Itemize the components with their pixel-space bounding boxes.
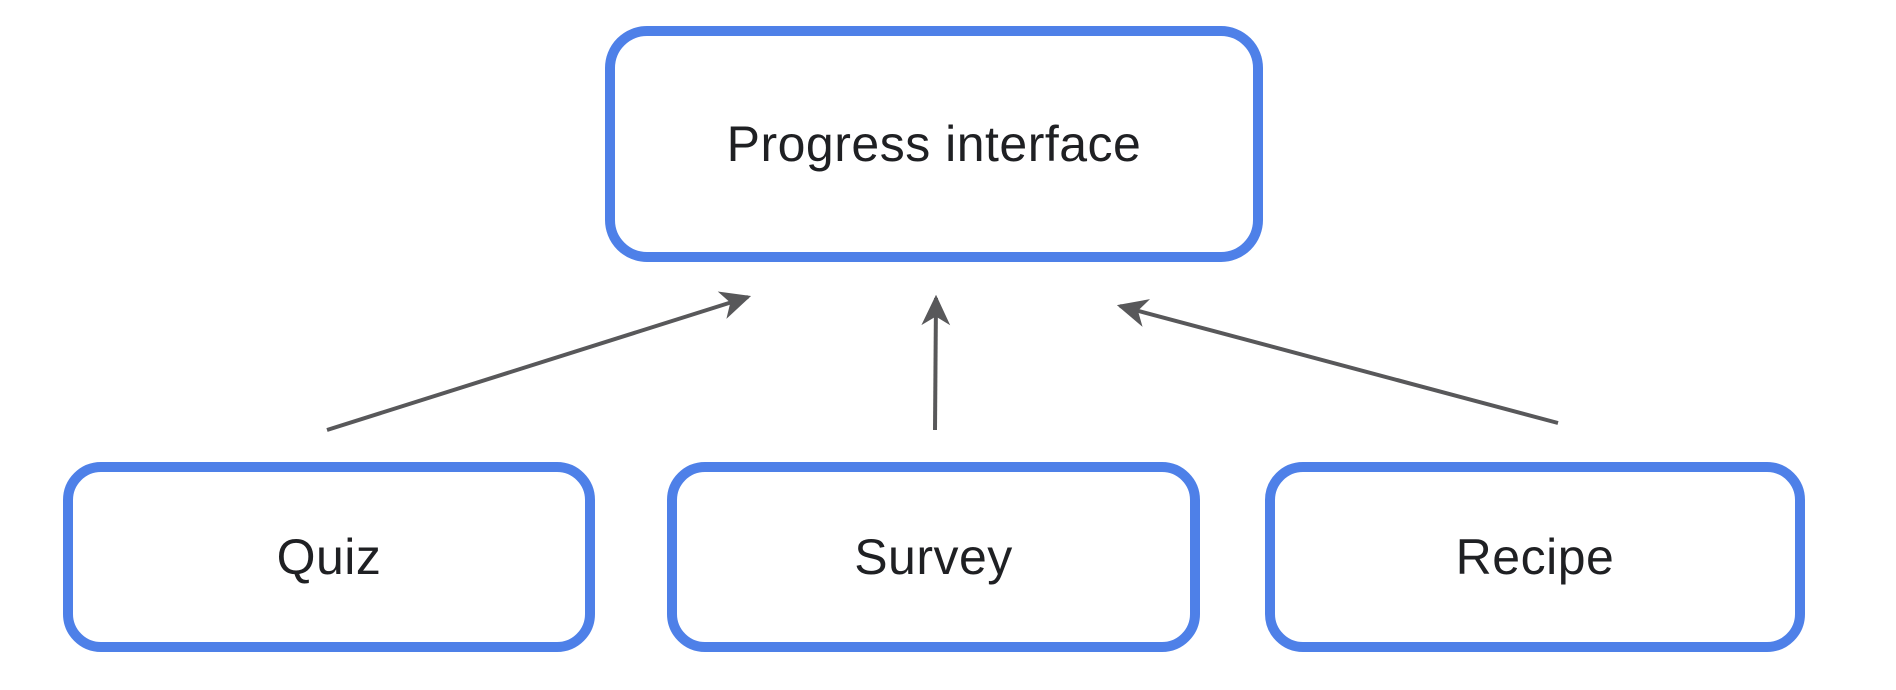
node-survey: Survey — [667, 462, 1200, 652]
node-recipe: Recipe — [1265, 462, 1805, 652]
node-quiz-label: Quiz — [276, 529, 382, 585]
arrow-recipe-to-progress — [1116, 299, 1559, 425]
arrow-quiz-to-progress — [326, 291, 752, 432]
node-quiz: Quiz — [63, 462, 595, 652]
node-progress-interface-label: Progress interface — [726, 116, 1142, 172]
arrow-survey-to-progress — [921, 294, 951, 431]
node-survey-label: Survey — [854, 529, 1013, 585]
node-recipe-label: Recipe — [1455, 529, 1615, 585]
node-progress-interface: Progress interface — [605, 26, 1263, 262]
